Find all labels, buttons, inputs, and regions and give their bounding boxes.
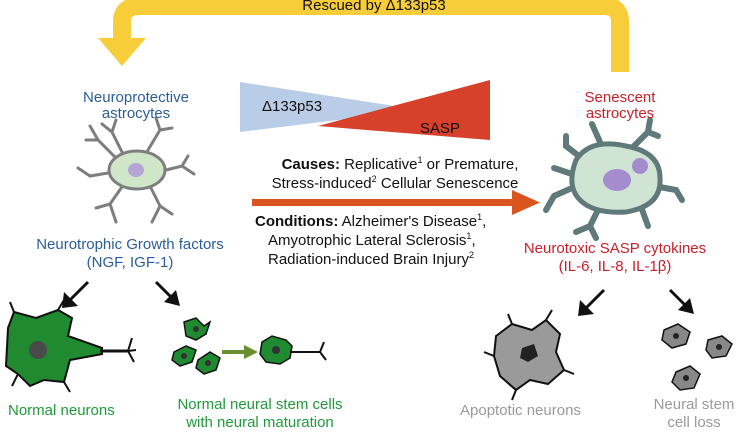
- right-outcome-stemloss-line1: Neural stem: [653, 396, 735, 413]
- neural-stem-cell-icons: [171, 317, 221, 375]
- conditions-line3: Radiation-induced Brain Injury2: [268, 250, 474, 268]
- left-outcome-stemcells-line1: Normal neural stem cells: [177, 396, 343, 413]
- causes-line1: Causes: Replicative1 or Premature,: [255, 155, 545, 173]
- left-outcome-stemcells-line2: with neural maturation: [186, 414, 334, 431]
- causes-sup2: 2: [371, 174, 377, 184]
- right-arrow-to-apoptotic: [578, 288, 606, 316]
- normal-neuron-icon: [4, 299, 137, 393]
- causes-text2: or Premature,: [422, 156, 519, 173]
- causes-text1: Replicative: [344, 156, 418, 173]
- left-arrow-to-stemcells: [154, 280, 180, 306]
- left-title-line2: astrocytes: [101, 105, 171, 122]
- senescent-astrocyte-icon: [543, 117, 685, 241]
- causal-arrow: [252, 190, 540, 215]
- causes-heading: Causes:: [281, 156, 340, 173]
- lost-stem-cell-icons: [661, 323, 733, 391]
- conditions-line2-text: Amyotrophic Lateral Sclerosis: [268, 232, 467, 249]
- left-arrow-to-neurons: [62, 280, 90, 308]
- rescue-arrow: [98, 0, 629, 72]
- causes-sup1: 1: [417, 155, 423, 165]
- left-factors-line2: (NGF, IGF-1): [86, 254, 174, 271]
- rescue-label: Rescued by Δ133p53: [302, 0, 446, 14]
- right-title-line1: Senescent: [584, 89, 656, 106]
- conditions-sup2: 1: [466, 231, 472, 241]
- delta133p53-wedge: [240, 82, 420, 132]
- left-outcome-neurons: Normal neurons: [8, 402, 115, 419]
- conditions-sup3: 2: [468, 250, 474, 260]
- conditions-line2-end: ,: [471, 232, 476, 249]
- conditions-sup1: 1: [477, 212, 483, 222]
- conditions-heading: Conditions:: [255, 213, 339, 230]
- right-arrow-to-stemloss: [668, 288, 694, 314]
- neuroprotective-astrocyte-icon: [76, 116, 196, 224]
- right-outcome-apoptotic: Apoptotic neurons: [460, 402, 581, 419]
- conditions-line2: Amyotrophic Lateral Sclerosis1,: [268, 231, 476, 249]
- causes-line2: Stress-induced2 Cellular Senescence: [245, 174, 545, 192]
- conditions-line1: Conditions: Alzheimer's Disease1,: [255, 212, 486, 230]
- right-title-line2: astrocytes: [585, 105, 655, 122]
- left-factors-line1: Neurotrophic Growth factors: [36, 236, 224, 253]
- conditions-line1-text: Alzheimer's Disease: [341, 213, 478, 230]
- left-title-line1: Neuroprotective: [83, 89, 189, 106]
- right-outcome-stemloss-line2: cell loss: [667, 414, 721, 431]
- causes-line2b: Cellular Senescence: [376, 175, 519, 192]
- causes-line2a: Stress-induced: [271, 175, 372, 192]
- sasp-label: SASP: [420, 120, 461, 137]
- right-cytokines-line2: (IL-6, IL-8, IL-1β): [558, 258, 672, 275]
- sasp-wedge: [318, 80, 490, 140]
- right-cytokines-line1: Neurotoxic SASP cytokines: [523, 240, 707, 257]
- conditions-line3-text: Radiation-induced Brain Injury: [268, 251, 469, 268]
- maturation-arrow: [222, 345, 258, 359]
- matured-neuron-icon: [259, 335, 327, 365]
- apoptotic-neuron-icon: [483, 309, 575, 401]
- delta133p53-label: Δ133p53: [262, 98, 323, 115]
- conditions-line1-end: ,: [482, 213, 487, 230]
